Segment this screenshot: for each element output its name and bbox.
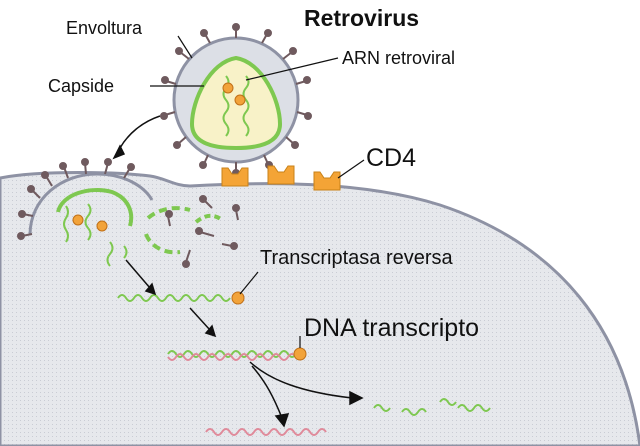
label-dna-transcript: DNA transcripto: [304, 314, 479, 342]
rna-strand: [117, 294, 231, 302]
envelope-spikes: [160, 23, 312, 177]
virion: [160, 23, 312, 177]
dna-strand: [205, 428, 327, 436]
label-leaders: [150, 35, 365, 348]
budding-membrane: [28, 172, 154, 236]
reverse-transcriptase-enzyme: [222, 82, 234, 94]
budding-capsid: [56, 188, 134, 243]
host-cell: [0, 171, 640, 446]
label-capsid: Capside: [48, 76, 114, 96]
budding-spikes: [17, 158, 135, 240]
label-retroviral-rna: ARN retroviral: [342, 48, 455, 68]
degraded-rna-fragments: [373, 398, 491, 416]
reverse-transcriptase-enzyme: [234, 94, 246, 106]
process-arrows: [112, 115, 364, 428]
cd4-receptors: [221, 165, 341, 191]
uncoating-fragments: [106, 195, 240, 268]
reverse-transcriptase-enzyme: [231, 291, 245, 305]
diagram-title: Retrovirus: [304, 5, 419, 31]
label-cd4: CD4: [366, 144, 416, 172]
dna-rna-hybrid: [167, 350, 297, 361]
label-envelope: Envoltura: [66, 18, 143, 38]
label-reverse-transcriptase: Transcriptasa reversa: [260, 247, 454, 269]
reverse-transcriptase-enzyme: [293, 347, 307, 361]
